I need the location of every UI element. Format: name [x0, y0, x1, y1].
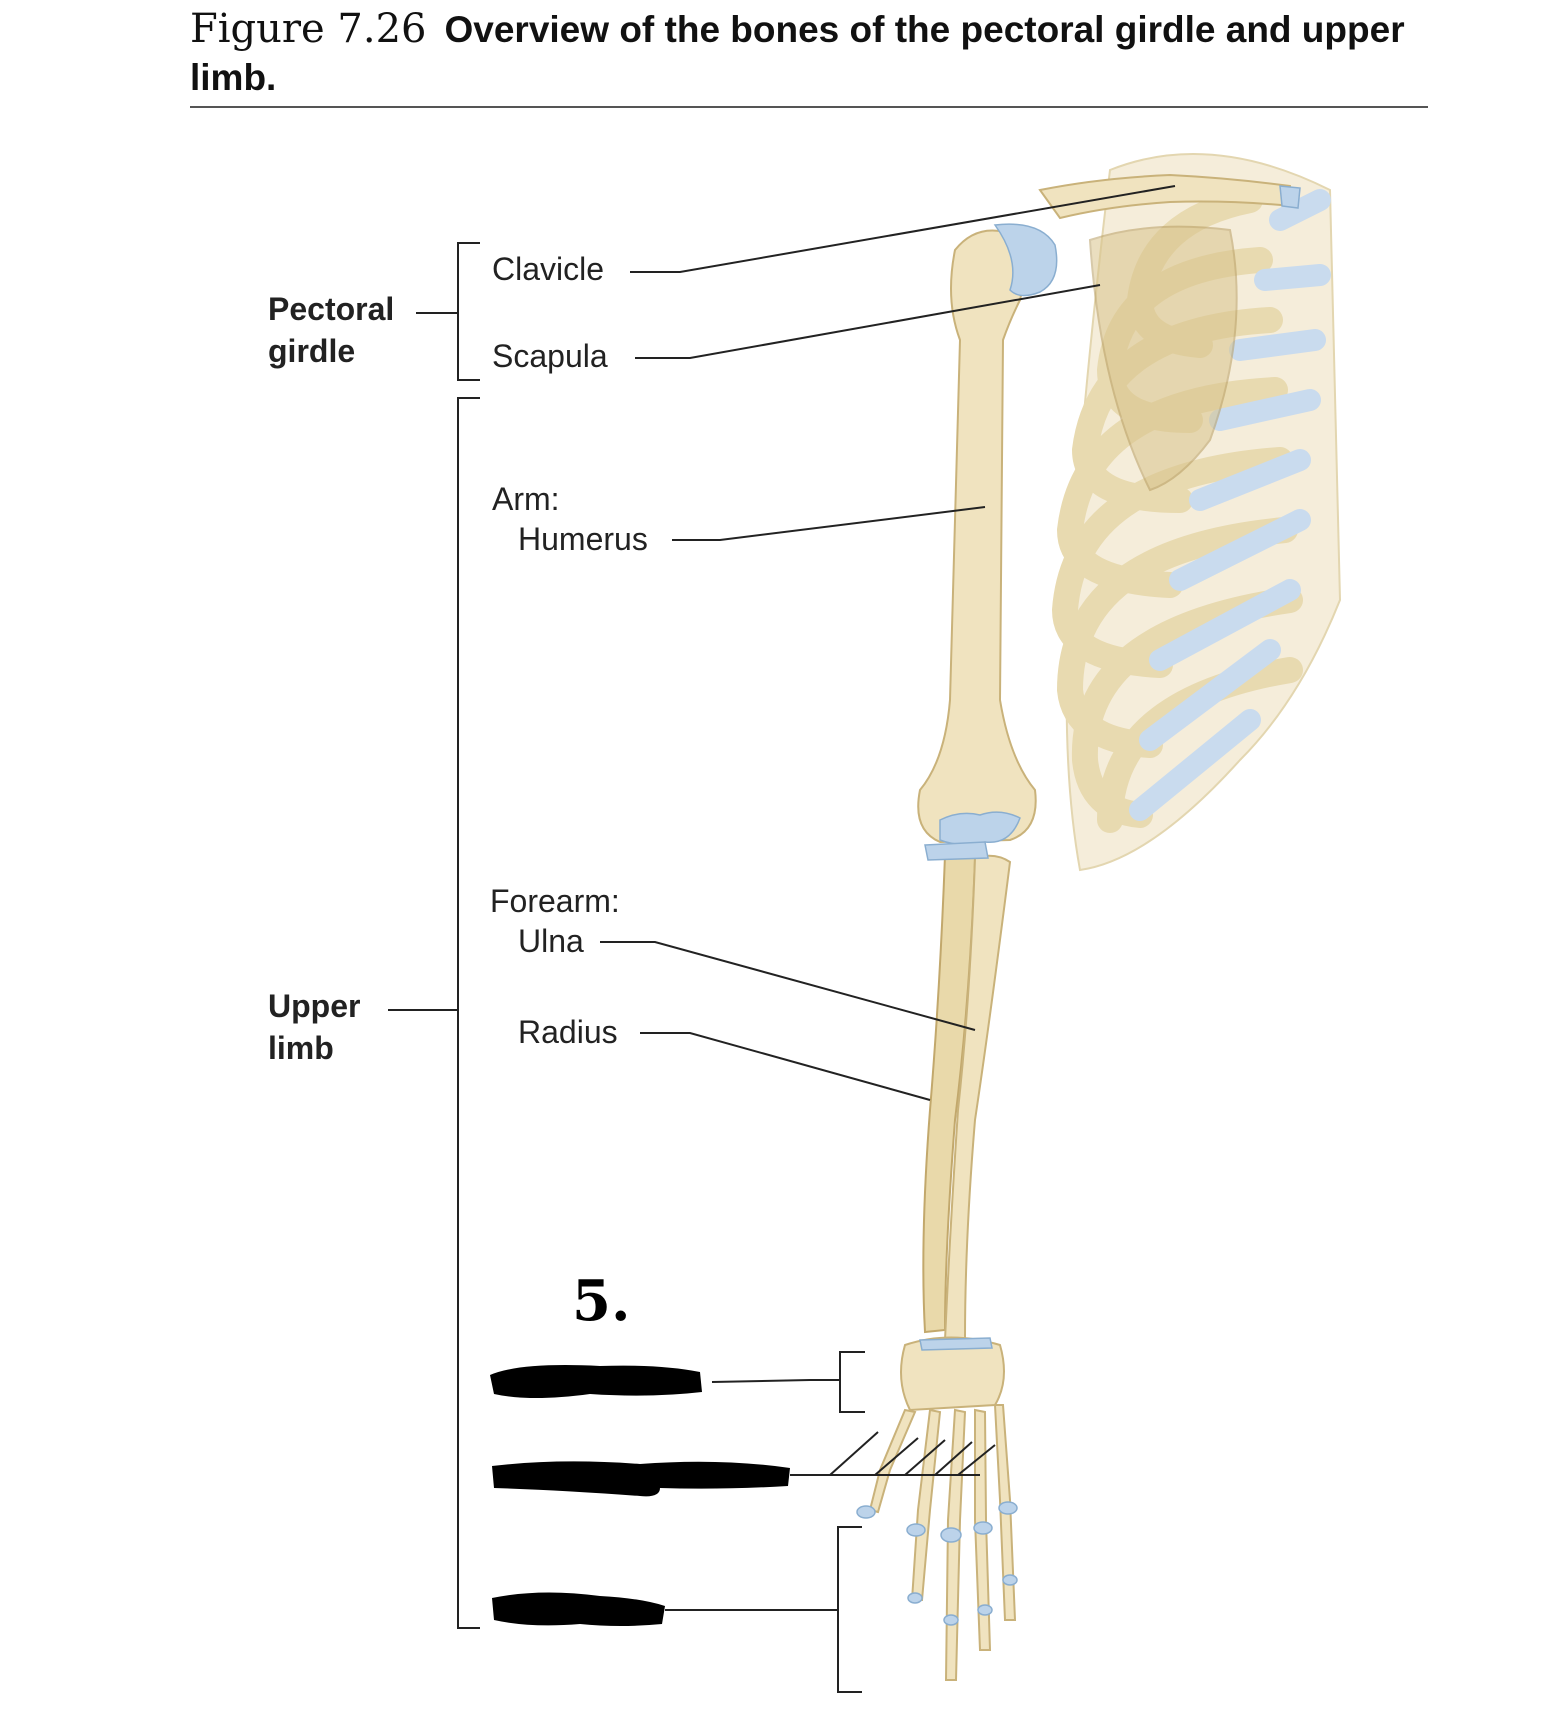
upper-limb-bracket — [457, 397, 480, 1629]
arm-label: Arm: — [492, 481, 560, 517]
pectoral-bracket — [457, 242, 480, 381]
forearm-bones — [922, 841, 1012, 1342]
carpals-bracket — [839, 1351, 865, 1413]
scapula-label: Scapula — [492, 338, 608, 374]
redacted-carpals-label — [490, 1365, 702, 1398]
clavicle-bone — [1038, 173, 1301, 220]
humerus-label: Humerus — [518, 521, 648, 557]
handwritten-number: 5. — [572, 1268, 630, 1334]
clavicle-label: Clavicle — [492, 251, 604, 287]
redaction-marks — [490, 1365, 790, 1626]
redacted-metacarpals-label — [492, 1461, 790, 1497]
forearm-label: Forearm: — [490, 883, 620, 919]
leader-lines — [600, 185, 1176, 1611]
ulna-label: Ulna — [518, 923, 584, 959]
figure-title: Overview of the bones of the pectoral gi… — [190, 9, 1405, 98]
hand-bones — [856, 1336, 1018, 1681]
group-brackets — [388, 242, 865, 1693]
radius-label: Radius — [518, 1014, 618, 1050]
figure-number: Figure 7.26 — [190, 6, 427, 52]
phalanges-bracket — [837, 1526, 862, 1693]
redacted-phalanges-label — [492, 1592, 665, 1626]
rib-cage — [1051, 153, 1342, 872]
humerus-bone — [917, 223, 1058, 846]
caption-divider — [190, 106, 1428, 108]
